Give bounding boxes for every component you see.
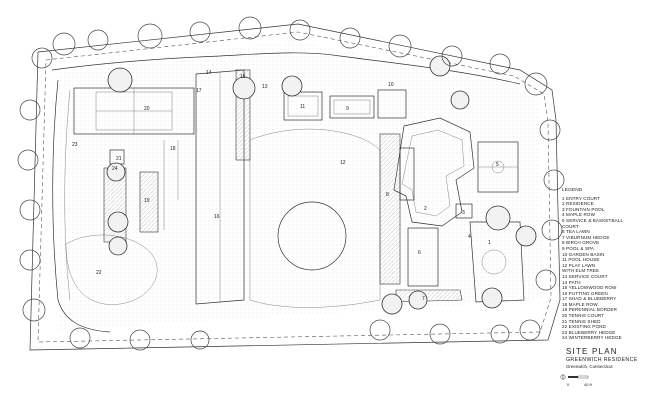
garden-basin	[377, 89, 407, 119]
plan-number: 19	[144, 198, 150, 204]
pool-house	[283, 91, 323, 121]
legend-item: 21 TENNIS SHED	[562, 318, 601, 324]
legend-item: 2 RESIDENCE	[562, 201, 594, 207]
legend-item: 20 TENNIS COURT	[562, 313, 605, 319]
residence-footprint	[393, 117, 475, 227]
legend-item: 19 PERENNIAL BORDER	[562, 307, 618, 313]
plan-number: 9	[346, 106, 349, 112]
legend-item: COURT	[562, 223, 579, 229]
plan-number: 10	[388, 82, 394, 88]
legend-item: 3 FOUNTAIN POOL	[562, 206, 605, 212]
play-lawn	[249, 128, 381, 308]
plan-number: 21	[116, 156, 122, 162]
plan-number: 24	[112, 166, 118, 172]
path-curve-inner	[64, 89, 71, 301]
putting-green	[195, 69, 245, 305]
plan-number: 5	[496, 162, 499, 168]
legend-item: 7 VIBURNUM HEDGE	[562, 234, 610, 240]
legend-item: WITH ELM TREE	[562, 268, 600, 274]
perimeter-trees	[17, 16, 565, 351]
plan-number: 7	[422, 296, 425, 302]
path-curve-west	[52, 79, 111, 333]
project-location: Greenwich, Connecticut	[566, 364, 613, 369]
plan-number: 6	[418, 250, 421, 256]
viburnum-hedge	[395, 289, 463, 303]
legend-item: 24 WINTERBERRY HEDGE	[562, 335, 622, 341]
legend-item: 22 EXISTING POND	[562, 324, 606, 330]
legend-item: 23 BLUEBERRY HEDGE	[562, 329, 616, 335]
plan-number: 15	[240, 74, 246, 80]
legend-item: 13 SERVICE COURT	[562, 273, 608, 279]
plan-number-labels: 1 2 3 4 5 6 7 8 9 10 11 12 13 14 15 16 1…	[72, 70, 499, 302]
legend: LEGEND 1 ENTRY COURT 2 RESIDENCE 3 FOUNT…	[562, 188, 648, 341]
plan-number: 8	[386, 192, 389, 198]
elm-tree-canopy	[277, 201, 347, 271]
fountain-pool	[455, 203, 473, 219]
scale-start-label: 0	[567, 382, 570, 387]
scale-end-label: 40 ft	[584, 382, 592, 387]
legend-item: 17 SHAD & BLUEBERRY	[562, 296, 617, 302]
project-name: GREENWICH RESIDENCE	[566, 357, 638, 363]
plan-number: 3	[462, 210, 465, 216]
legend-item: 8 BIRCH GROVE	[562, 240, 600, 246]
scale-bar-graphic	[560, 374, 589, 380]
plan-number: 18	[170, 146, 176, 152]
title-block: SITE PLAN GREENWICH RESIDENCE Greenwich,…	[566, 347, 646, 369]
legend-item: 10 GARDEN BASIN	[562, 251, 605, 257]
perennial-border	[139, 171, 159, 233]
tree-canopies	[106, 55, 537, 315]
legend-item: 14 PATH	[562, 279, 581, 285]
legend-item: 6 TEA LAWN	[562, 229, 590, 235]
birch-grove	[399, 147, 415, 201]
plan-number: 16	[214, 214, 220, 220]
legend-header: LEGEND	[562, 188, 583, 193]
plan-number: 4	[468, 234, 471, 240]
plan-number: 11	[300, 104, 305, 110]
plan-number: 12	[340, 160, 346, 166]
plan-number: 2	[424, 206, 427, 212]
legend-item: 4 MAPLE ROW	[562, 212, 596, 218]
legend-list: 1 ENTRY COURT 2 RESIDENCE 3 FOUNTAIN POO…	[562, 196, 648, 341]
legend-item: 1 ENTRY COURT	[562, 195, 601, 201]
legend-item: 18 MAPLE ROW	[562, 301, 598, 307]
plan-number: 1	[488, 240, 491, 246]
property-boundary	[29, 23, 561, 351]
plan-number: 20	[144, 106, 150, 112]
maple-row	[407, 227, 439, 287]
drawing-title: SITE PLAN	[566, 347, 618, 356]
legend-item: 9 POOL & SPA	[562, 245, 595, 251]
legend-item: 5 SERVICE & BASKETBALL	[562, 217, 624, 223]
plan-number: 13	[262, 84, 268, 90]
plan-number: 17	[196, 88, 202, 94]
pool-spa	[329, 95, 375, 119]
plan-number: 23	[72, 142, 78, 148]
lawn-area	[60, 40, 542, 330]
tea-lawn	[379, 133, 401, 285]
legend-item: 16 PUTTING GREEN	[562, 290, 608, 296]
legend-item: 12 PLAY LAWN	[562, 262, 596, 268]
legend-item: 11 POOL HOUSE	[562, 257, 600, 263]
plan-number: 22	[96, 270, 102, 276]
plan-number: 14	[206, 70, 212, 76]
scale-bar: 0 40 ft	[560, 370, 596, 392]
legend-item: 15 YELLOWWOOD ROW	[562, 285, 617, 291]
